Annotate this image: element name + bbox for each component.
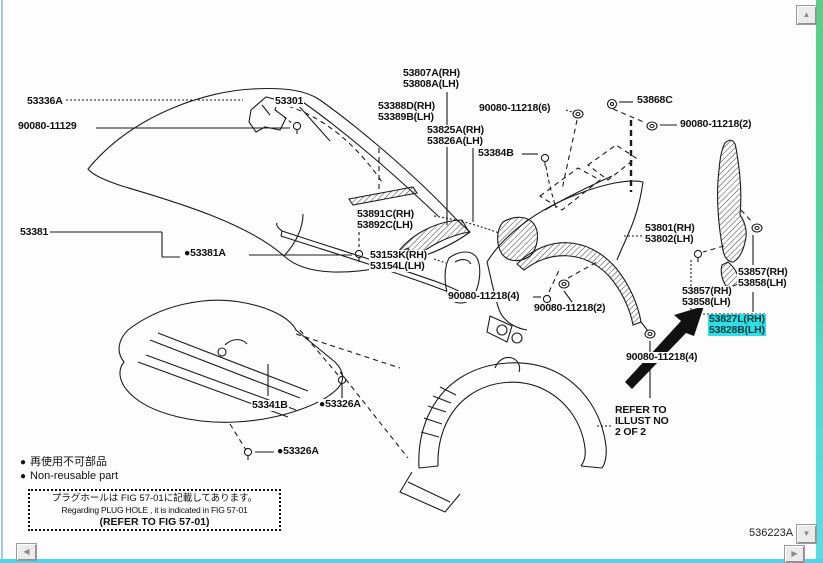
part-number-text: 53891C(RH) [356, 208, 415, 220]
part-label-90080-11218-2b: 90080-11218(2) [533, 302, 607, 314]
window-edge-bottom [0, 559, 823, 563]
part-label-53827l-53828b[interactable]: 53827L(RH)53828B(LH) [708, 314, 766, 336]
part-label-90080-11129: 90080-11129 [17, 121, 78, 132]
part-label-53825a-53826a: 53825A(RH)53826A(LH) [426, 125, 485, 147]
vertical-scrollbar-track[interactable] [796, 24, 815, 523]
window-edge-left [1, 0, 3, 563]
part-number-text: 53801(RH) [644, 222, 696, 234]
part-number-text: 53826A(LH) [426, 136, 485, 147]
part-number-text: 53301 [274, 95, 305, 107]
part-number-text: ●53381A [183, 247, 227, 259]
part-number-text: 53389B(LH) [377, 112, 436, 123]
apron-seal [690, 139, 766, 315]
part-label-90080-11218-4b: 90080-11218(4) [625, 351, 699, 363]
part-number-text: ●53326A [276, 445, 320, 457]
part-label-53381: 53381 [19, 226, 50, 238]
part-number-text: 2 OF 2 [614, 427, 670, 438]
part-number-text: 53857(RH) [681, 285, 733, 297]
up-arrow-icon: ▲ [802, 10, 811, 19]
scroll-right-button[interactable]: ▶ [784, 545, 805, 563]
plug-hole-note-box: プラグホールは FIG 57-01に記載してあります。 Regarding PL… [28, 489, 281, 531]
figure-code: 536223A [749, 527, 794, 539]
part-number-text: 90080-11218(2) [533, 302, 607, 314]
part-label-53891c-53892c: 53891C(RH)53892C(LH) [356, 209, 415, 231]
part-number-text: 53857(RH) [737, 266, 789, 278]
part-number-text: 53828B(LH) [708, 324, 766, 336]
note-line-en: Regarding PLUG HOLE , it is indicated in… [61, 504, 248, 515]
note-line-jp: プラグホールは FIG 57-01に記載してあります。 [51, 492, 258, 504]
legend-non-reusable-jp: ●再使用不可部品 [20, 456, 108, 468]
part-number-text: ILLUST NO [614, 415, 670, 427]
part-number-text: 90080-11218(4) [447, 290, 521, 302]
part-label-53326a-lower: ●53326A [276, 446, 320, 457]
part-number-text: 53381 [19, 226, 50, 238]
pointer-arrow [625, 306, 704, 389]
non-reusable-bullet-icon: ● [20, 471, 27, 482]
part-number-text: 53825A(RH) [426, 124, 485, 136]
hood-panel [87, 87, 471, 273]
legend-non-reusable-en: ●Non-reusable part [20, 470, 119, 482]
part-label-53388d-53389b: 53388D(RH)53389B(LH) [377, 101, 436, 123]
part-number-text: 53892C(LH) [356, 220, 415, 231]
note-line-ref: (REFER TO FIG 57-01) [99, 515, 210, 528]
scroll-left-button[interactable]: ◀ [16, 543, 37, 561]
part-number-text: 53827L(RH) [708, 313, 766, 325]
part-number-text: 53384B [477, 147, 515, 159]
hood-hinge [62, 96, 383, 183]
part-number-text: 90080-11218(4) [625, 351, 699, 363]
part-label-53807a-53808a: 53807A(RH)53808A(LH) [402, 68, 461, 90]
scroll-down-button[interactable]: ▼ [796, 524, 817, 544]
part-number-text: 90080-11218(6) [478, 102, 552, 114]
part-label-53336a: 53336A [26, 96, 64, 107]
part-number-text: 53858(LH) [681, 297, 733, 308]
part-number-text: 53858(LH) [737, 278, 789, 289]
part-number-text: 53802(LH) [644, 234, 696, 245]
part-number-text: 53807A(RH) [402, 67, 461, 79]
part-label-53857-53858-r: 53857(RH)53858(LH) [737, 267, 789, 289]
hood-insulator [118, 299, 409, 461]
part-number-text: 53868C [636, 94, 674, 106]
down-arrow-icon: ▼ [802, 529, 811, 538]
part-label-53384b: 53384B [477, 148, 515, 159]
horizontal-scrollbar-track[interactable] [36, 544, 783, 559]
part-label-90080-11218-4a: 90080-11218(4) [447, 290, 521, 302]
part-label-53326a-upper: ●53326A [318, 399, 362, 410]
part-number-text: 53153K(RH) [369, 249, 428, 261]
fender-liner [399, 329, 656, 513]
part-number-text: 53154L(LH) [369, 261, 428, 272]
part-number-text: 53336A [26, 95, 64, 107]
part-label-53801-53802: 53801(RH)53802(LH) [644, 223, 696, 245]
part-label-53868c: 53868C [636, 95, 674, 106]
part-label-53153k-53154l: 53153K(RH)53154L(LH) [369, 250, 428, 272]
window-edge-right [816, 0, 823, 559]
left-arrow-icon: ◀ [23, 547, 30, 556]
part-number-text: 53808A(LH) [402, 79, 461, 90]
part-label-53857-53858-l: 53857(RH)53858(LH) [681, 286, 733, 308]
part-label-53341b: 53341B [251, 400, 289, 411]
non-reusable-bullet-icon: ● [20, 457, 27, 468]
part-number-text: 53341B [251, 399, 289, 411]
part-label-90080-11218-2a: 90080-11218(2) [679, 118, 753, 130]
front-fender [486, 180, 649, 344]
part-label-53381a: ●53381A [183, 248, 227, 259]
part-number-text: 90080-11218(2) [679, 118, 753, 130]
part-label-90080-11218-6: 90080-11218(6) [478, 102, 552, 114]
part-number-text: REFER TO [614, 405, 670, 416]
part-number-text: 90080-11129 [17, 120, 78, 132]
right-arrow-icon: ▶ [791, 549, 798, 558]
part-number-text: 53388D(RH) [377, 100, 436, 112]
part-number-text: ●53326A [318, 398, 362, 410]
part-label-53301: 53301 [274, 95, 305, 107]
scroll-up-button[interactable]: ▲ [796, 5, 817, 25]
